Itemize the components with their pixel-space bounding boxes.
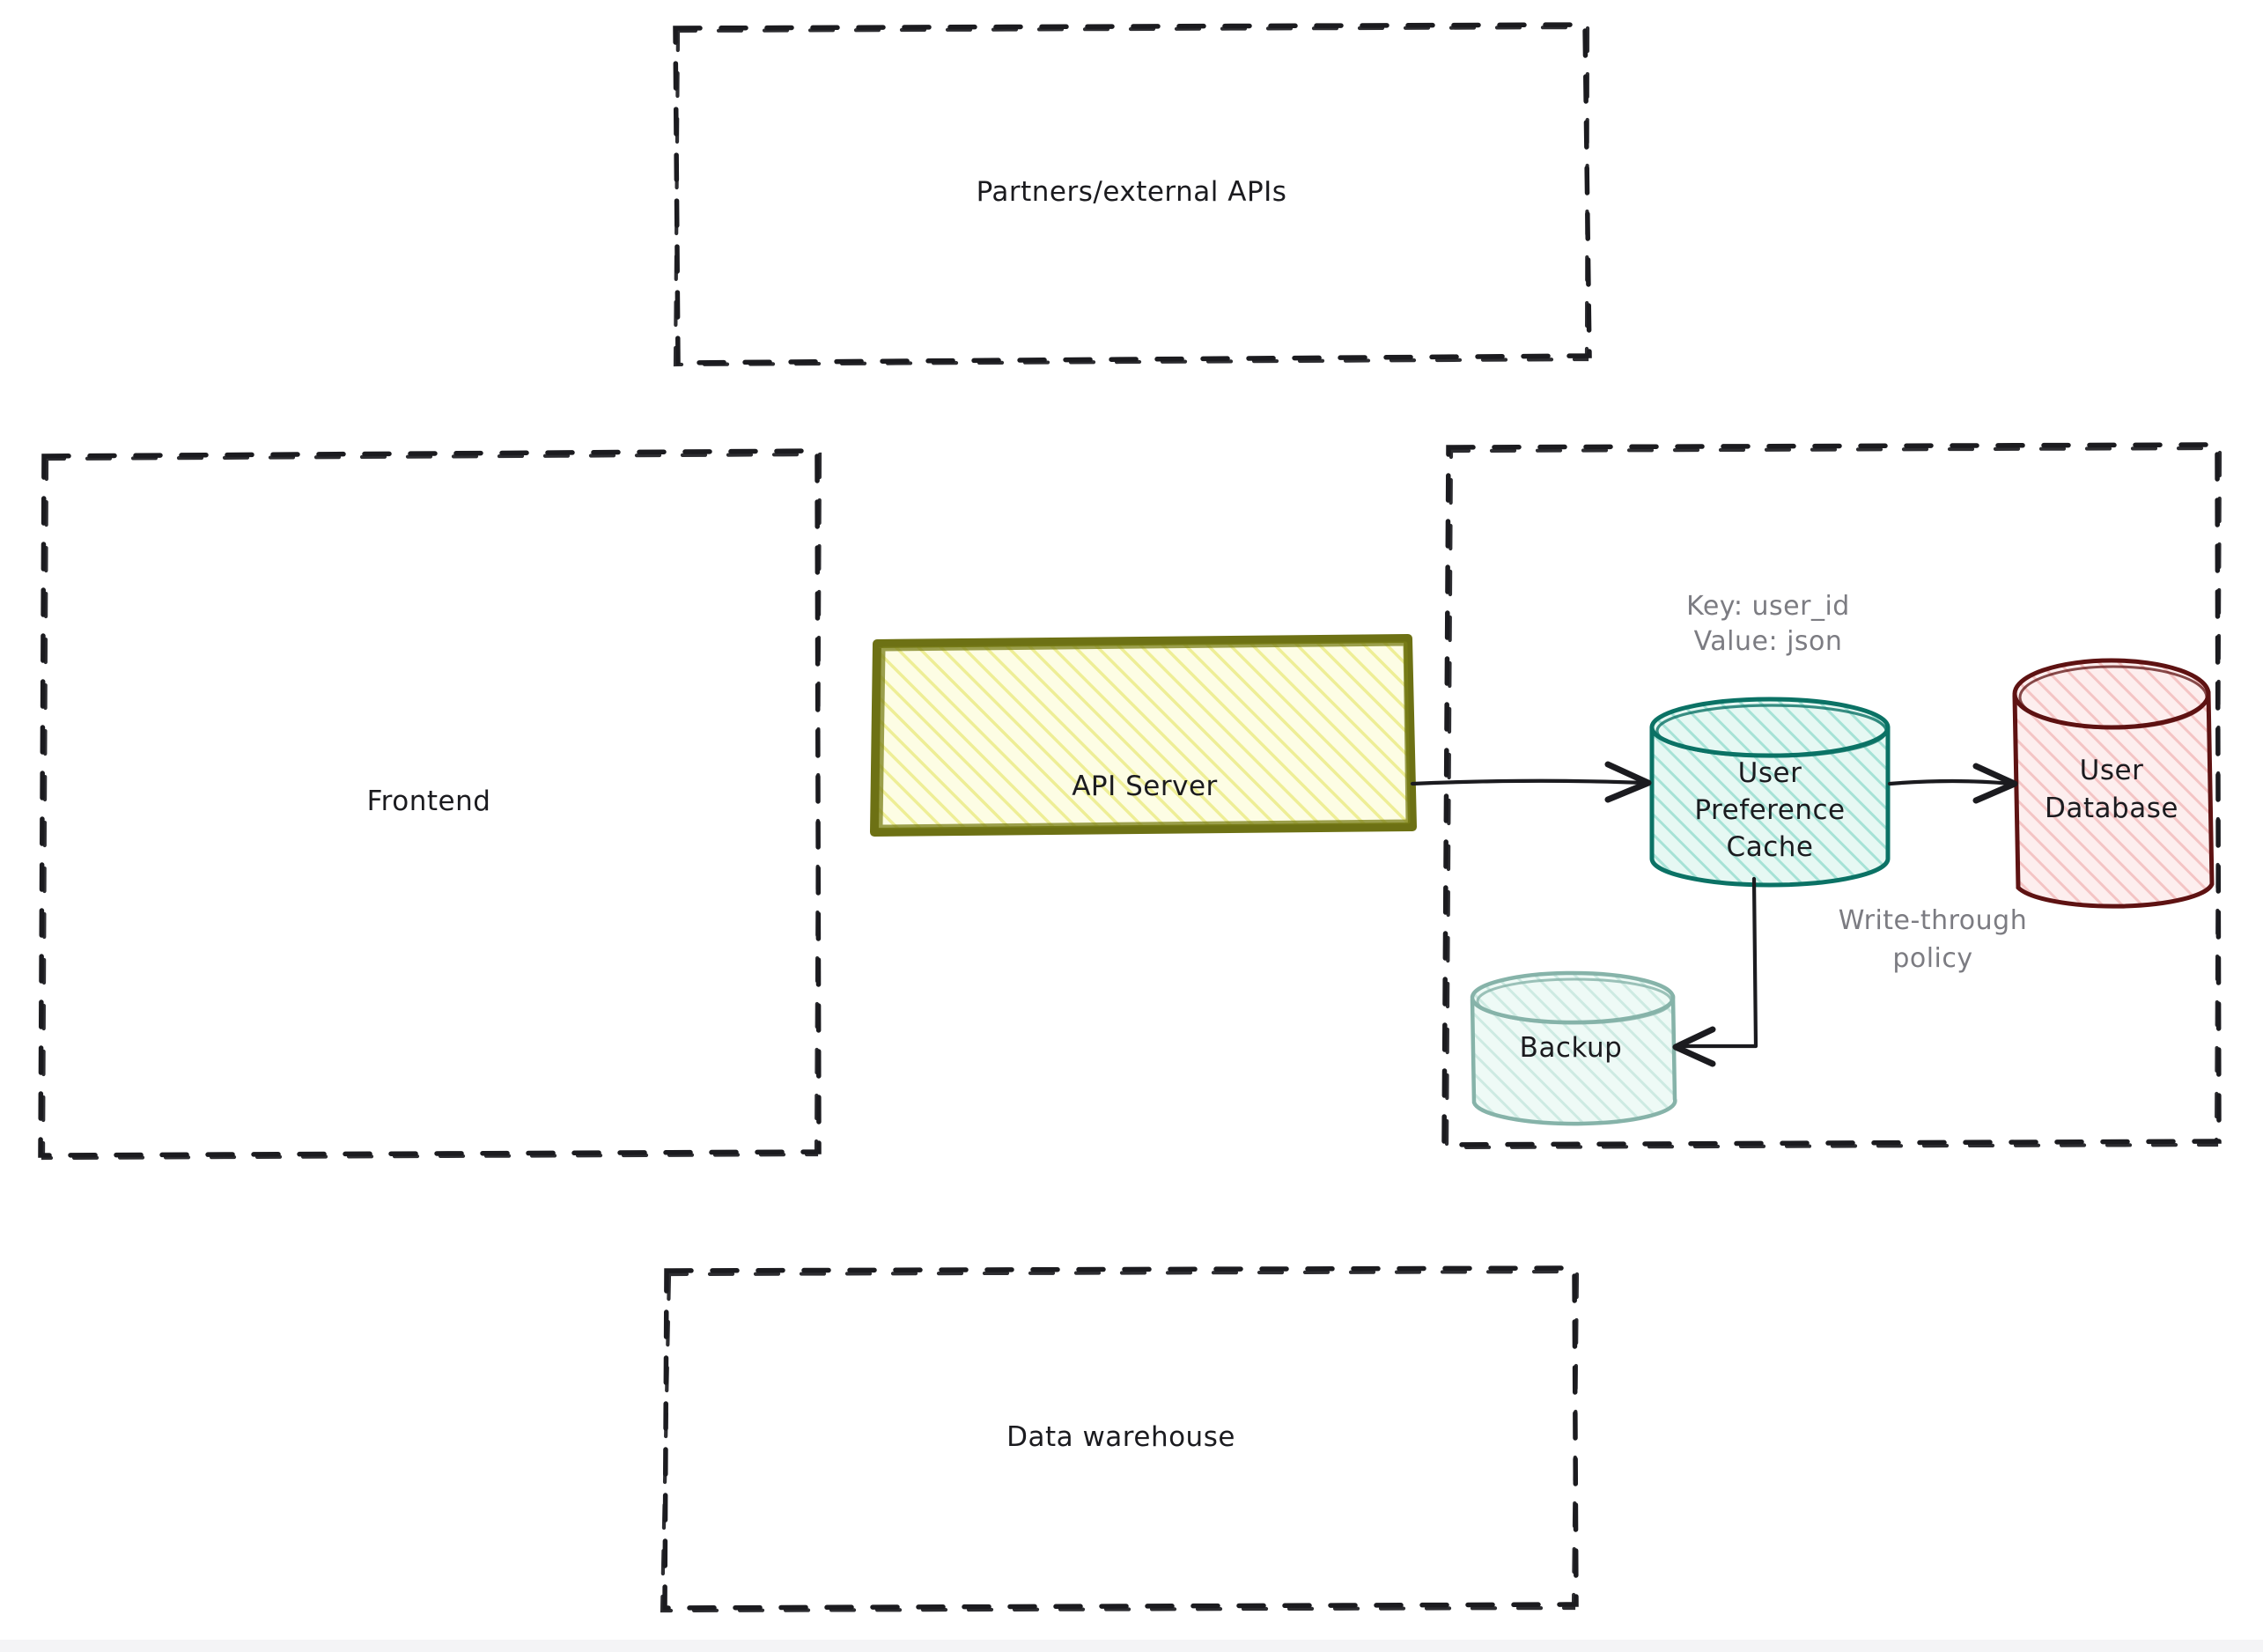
cache-to-database-line — [1887, 778, 2014, 786]
api-to-cache-arrowhead — [1604, 761, 1652, 803]
cache-body-fill — [1652, 727, 1888, 885]
cache-to-backup-arrowhead — [1672, 1026, 1716, 1067]
api-server-label: API Server — [1072, 771, 1218, 802]
frontend-group-border-sketch — [41, 452, 822, 1161]
database-body-outline — [2012, 690, 2215, 909]
cache-to-database-arrowhead — [1972, 763, 2018, 804]
storage-group-border — [1441, 442, 2222, 1147]
partners-group-label: Partners/external APIs — [977, 176, 1287, 208]
frontend-group-border — [38, 448, 822, 1158]
cache-top-outline-sketch — [1655, 704, 1888, 758]
backup-top-outline-sketch — [1476, 977, 1673, 1025]
warehouse-group-border — [662, 1265, 1579, 1611]
backup-top-fill — [1472, 973, 1673, 1022]
node-backup[interactable]: Backup — [1470, 970, 1677, 1126]
frontend-group-label: Frontend — [367, 785, 491, 817]
database-label-line-1: User — [2080, 755, 2144, 786]
annotation-cache-key-value: Key: user_id Value: json — [1686, 591, 1850, 657]
database-body-fill — [2015, 692, 2212, 907]
cache-body-outline — [1649, 725, 1891, 888]
group-frontend[interactable]: Frontend — [38, 448, 822, 1161]
api-server-border — [870, 634, 1417, 837]
partners-group-border-sketch — [673, 25, 1590, 367]
api-server-fill — [875, 638, 1413, 831]
node-api-server[interactable]: API Server — [870, 634, 1417, 837]
edge-cache-to-database[interactable] — [1887, 763, 2018, 804]
node-user-database[interactable]: User Database — [2012, 658, 2215, 909]
backup-body-fill — [1472, 996, 1676, 1125]
database-top-fill — [2015, 660, 2208, 727]
database-label-line-2: Database — [2045, 793, 2178, 824]
storage-group-border-sketch — [1444, 446, 2222, 1150]
group-partners-external-apis[interactable]: Partners/external APIs — [673, 22, 1592, 367]
partners-group-border — [673, 22, 1592, 365]
cache-to-backup-line — [1681, 876, 1758, 1049]
backup-body-outline — [1470, 993, 1677, 1126]
api-to-cache-line — [1410, 778, 1647, 786]
edge-cache-to-backup[interactable] — [1672, 876, 1758, 1067]
cache-label-line-1: User — [1738, 757, 1802, 789]
edge-api-to-cache[interactable] — [1410, 761, 1652, 803]
cache-top-fill — [1652, 699, 1888, 756]
annotation-write-through-policy: Write-through policy — [1839, 905, 2027, 974]
bottom-edge-strip — [0, 1640, 2263, 1652]
group-storage[interactable] — [1441, 442, 2222, 1150]
node-user-preference-cache[interactable]: User Preference Cache — [1649, 697, 1891, 888]
warehouse-group-border-sketch — [660, 1269, 1580, 1613]
database-top-outline-sketch — [2018, 665, 2208, 730]
annotation-value-line: Value: json — [1694, 626, 1843, 657]
backup-label: Backup — [1520, 1032, 1623, 1064]
annotation-write-through-line-1: Write-through — [1839, 905, 2027, 936]
annotation-write-through-line-2: policy — [1892, 943, 1972, 974]
annotation-key-line: Key: user_id — [1686, 591, 1850, 622]
group-data-warehouse[interactable]: Data warehouse — [660, 1265, 1580, 1613]
cache-label-line-2: Preference — [1694, 794, 1845, 826]
warehouse-group-label: Data warehouse — [1006, 1421, 1235, 1453]
api-server-border-sketch — [878, 641, 1411, 830]
cache-label-line-3: Cache — [1727, 831, 1814, 863]
